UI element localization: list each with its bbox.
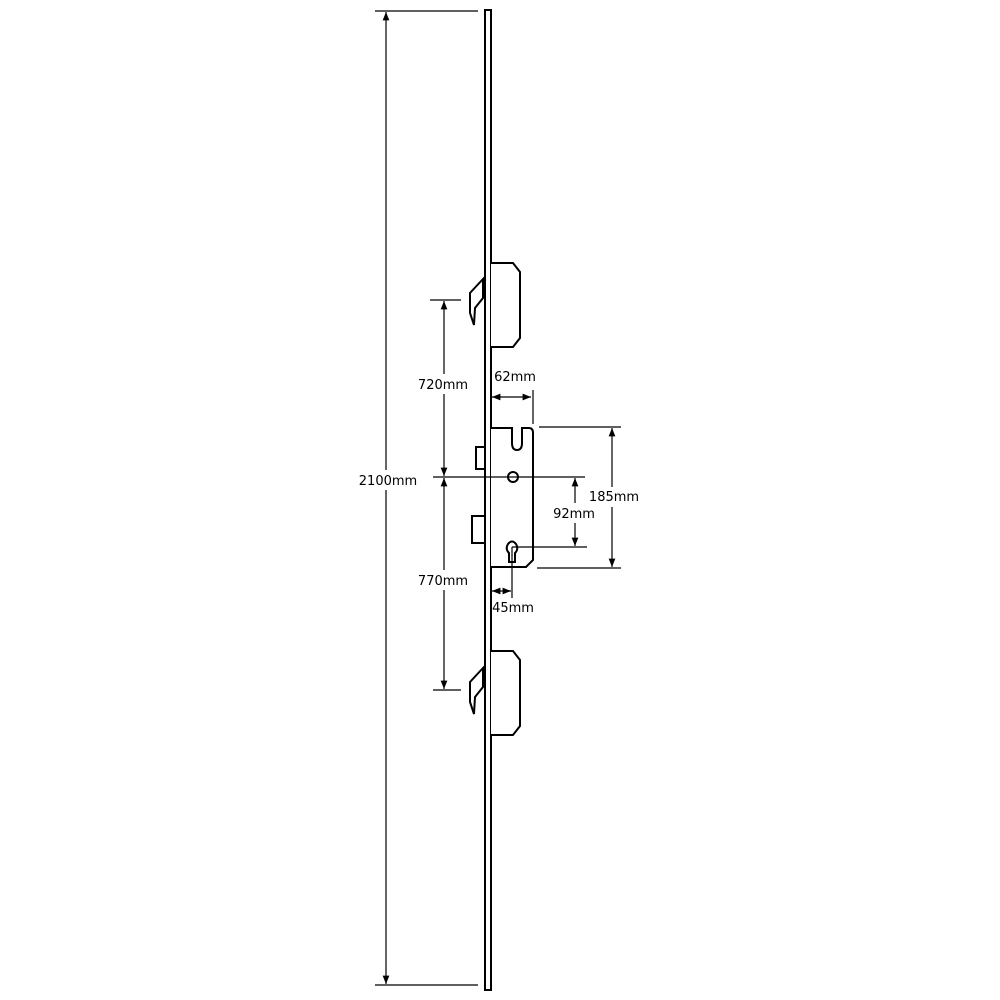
bottom-hook-bolt [469,650,521,736]
label-2100mm: 2100mm [359,474,417,489]
dimension-770: 770mm [412,478,474,691]
top-hook-bolt [469,262,521,348]
label-45mm: 45mm [492,601,534,616]
faceplate [484,9,492,991]
dimension-45: 45mm [492,547,534,616]
dimension-62: 62mm [492,370,536,424]
dimension-2100: 2100mm [358,10,478,986]
lock-case [471,427,534,568]
dimension-720: 720mm [412,299,474,476]
dimension-185: 185mm [537,426,642,569]
dimension-92: 92mm [512,478,598,548]
label-92mm: 92mm [553,507,595,522]
label-720mm: 720mm [418,378,468,393]
label-185mm: 185mm [589,490,639,505]
label-62mm: 62mm [494,370,536,385]
label-770mm: 770mm [418,574,468,589]
